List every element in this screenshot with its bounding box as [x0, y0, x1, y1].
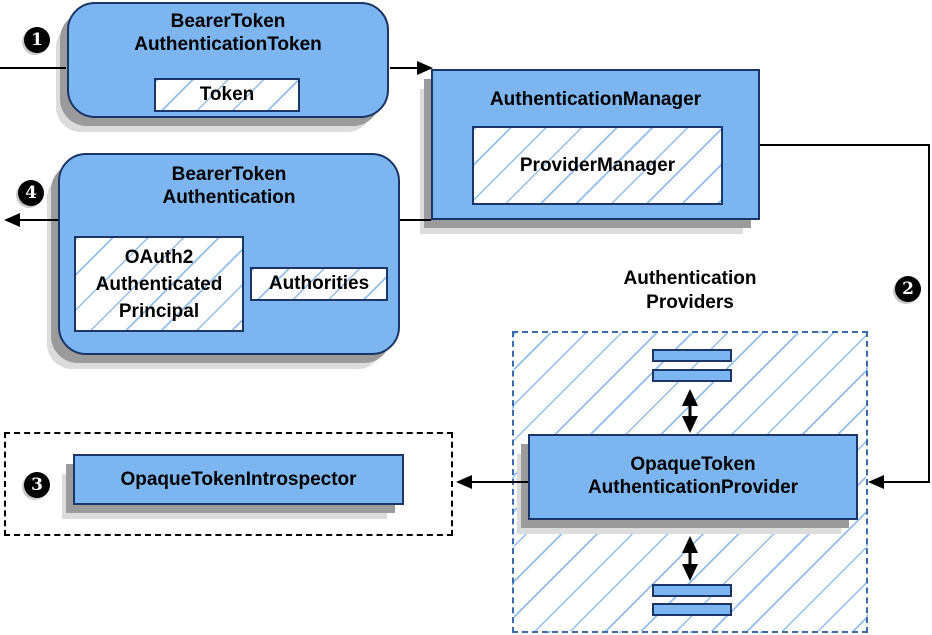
node-bearer-token-authentication: BearerToken Authentication OAuth2 Authen…: [58, 153, 400, 355]
title-line: OpaqueToken: [630, 454, 756, 475]
provider-placeholder-bar: [652, 603, 732, 616]
node-title: BearerToken AuthenticationToken: [69, 10, 387, 56]
provider-manager-label: ProviderManager: [519, 154, 676, 176]
step-1-number: 1: [31, 30, 43, 50]
node-opaque-token-introspector: OpaqueTokenIntrospector: [73, 454, 404, 505]
authorities-box: Authorities: [250, 267, 388, 301]
node-title: OpaqueToken AuthenticationProvider: [530, 453, 856, 499]
arrowhead-left-icon: [456, 475, 472, 489]
principal-label: OAuth2 Authenticated Principal: [96, 244, 223, 325]
oauth2-authenticated-principal-box: OAuth2 Authenticated Principal: [74, 236, 244, 332]
principal-line: Authenticated: [95, 273, 223, 295]
authentication-providers-label: Authentication Providers: [560, 267, 820, 315]
principal-line: Principal: [118, 300, 200, 322]
introspector-label: OpaqueTokenIntrospector: [120, 468, 357, 490]
title-line: AuthenticationToken: [134, 34, 322, 55]
node-title: BearerToken Authentication: [60, 163, 398, 209]
node-bearer-token-authentication-token: BearerToken AuthenticationToken Token: [67, 2, 389, 118]
label-line: Authentication: [623, 268, 757, 289]
node-opaque-token-authentication-provider: OpaqueToken AuthenticationProvider: [528, 434, 858, 520]
arrow-authentication-out: [4, 213, 58, 227]
step-1-badge: 1: [24, 27, 50, 53]
step-4-number: 4: [25, 183, 37, 203]
step-2-badge: 2: [895, 276, 921, 302]
title-line: Authentication: [162, 187, 296, 208]
token-label: Token: [199, 84, 255, 105]
node-authentication-manager: AuthenticationManager ProviderManager: [431, 69, 760, 220]
provider-manager-box: ProviderManager: [472, 126, 723, 205]
title-line: AuthenticationManager: [489, 89, 702, 110]
arrowhead-left-icon: [868, 475, 884, 489]
title-line: BearerToken: [170, 11, 286, 32]
title-line: BearerToken: [171, 164, 287, 185]
principal-line: OAuth2: [124, 246, 194, 268]
node-title: AuthenticationManager: [433, 88, 758, 111]
step-3-badge: 3: [24, 472, 50, 498]
provider-placeholder-bar: [652, 584, 732, 597]
arrowhead-left-icon: [4, 213, 20, 227]
label-line: Providers: [646, 292, 734, 313]
authorities-label: Authorities: [268, 273, 370, 294]
provider-placeholder-bar: [652, 369, 732, 382]
step-3-number: 3: [31, 475, 43, 495]
introspector-container: [4, 432, 453, 536]
step-4-badge: 4: [18, 180, 44, 206]
token-box: Token: [154, 78, 300, 112]
step-2-number: 2: [902, 279, 914, 299]
provider-placeholder-bar: [652, 349, 732, 362]
arrow-token-to-manager: [390, 61, 433, 75]
title-line: AuthenticationProvider: [587, 477, 799, 498]
